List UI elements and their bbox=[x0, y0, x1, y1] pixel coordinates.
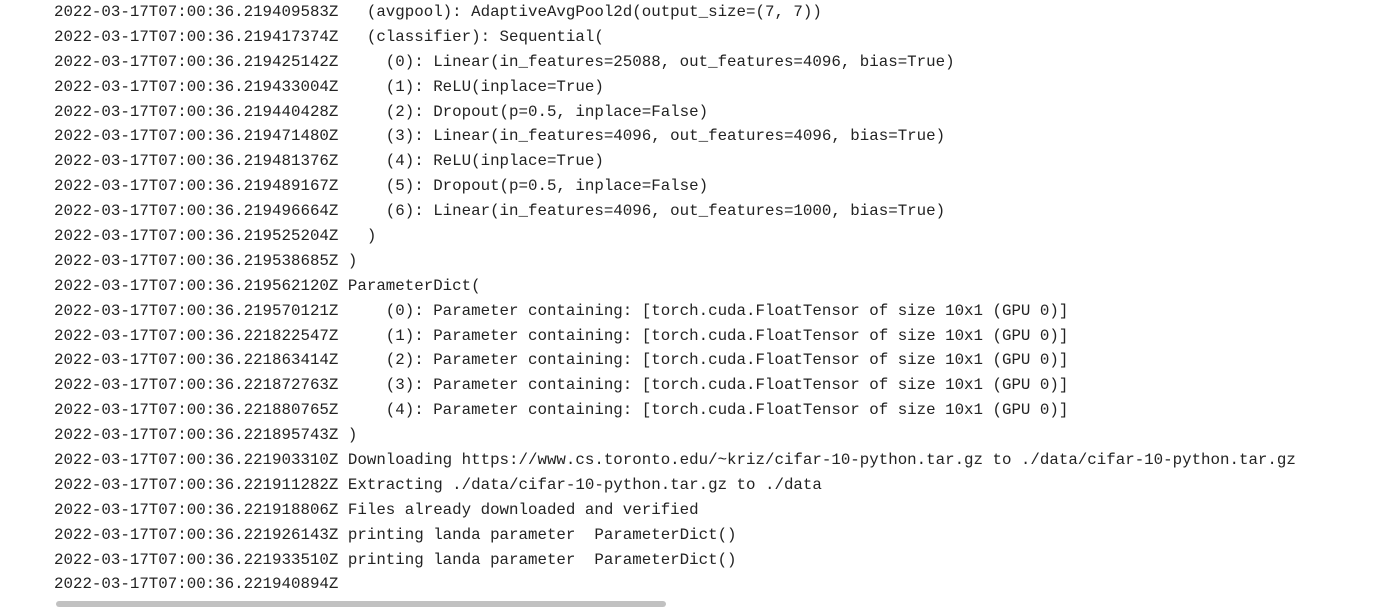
log-message: (3): Parameter containing: [torch.cuda.F… bbox=[347, 376, 1069, 395]
log-message: (1): ReLU(inplace=True) bbox=[347, 77, 604, 96]
log-timestamp: 2022-03-17T07:00:36.221926143Z bbox=[54, 525, 339, 544]
scrollbar-thumb[interactable] bbox=[56, 601, 666, 607]
log-message: (3): Linear(in_features=4096, out_featur… bbox=[347, 127, 946, 146]
log-timestamp: 2022-03-17T07:00:36.219417374Z bbox=[54, 27, 339, 46]
log-line: 2022-03-17T07:00:36.219496664Z (6): Line… bbox=[54, 199, 1296, 224]
log-line: 2022-03-17T07:00:36.221872763Z (3): Para… bbox=[54, 373, 1296, 398]
log-line: 2022-03-17T07:00:36.221911282Z Extractin… bbox=[54, 473, 1296, 498]
log-line: 2022-03-17T07:00:36.219440428Z (2): Drop… bbox=[54, 100, 1296, 125]
log-line: 2022-03-17T07:00:36.219570121Z (0): Para… bbox=[54, 299, 1296, 324]
log-timestamp: 2022-03-17T07:00:36.219433004Z bbox=[54, 77, 339, 96]
log-timestamp: 2022-03-17T07:00:36.221895743Z bbox=[54, 426, 339, 445]
log-timestamp: 2022-03-17T07:00:36.219538685Z bbox=[54, 251, 339, 270]
log-line: 2022-03-17T07:00:36.221933510Z printing … bbox=[54, 548, 1296, 573]
log-message: (5): Dropout(p=0.5, inplace=False) bbox=[347, 177, 709, 196]
log-message: (2): Dropout(p=0.5, inplace=False) bbox=[347, 102, 709, 121]
log-timestamp: 2022-03-17T07:00:36.219525204Z bbox=[54, 227, 339, 246]
log-output: 2022-03-17T07:00:36.219409583Z (avgpool)… bbox=[54, 0, 1296, 597]
log-message: Files already downloaded and verified bbox=[347, 500, 699, 519]
horizontal-scrollbar[interactable] bbox=[54, 599, 1380, 608]
log-line: 2022-03-17T07:00:36.219409583Z (avgpool)… bbox=[54, 0, 1296, 25]
log-line: 2022-03-17T07:00:36.219489167Z (5): Drop… bbox=[54, 174, 1296, 199]
log-message: (2): Parameter containing: [torch.cuda.F… bbox=[347, 351, 1069, 370]
log-line: 2022-03-17T07:00:36.219562120Z Parameter… bbox=[54, 274, 1296, 299]
log-message: (0): Linear(in_features=25088, out_featu… bbox=[347, 52, 955, 71]
log-message: (4): Parameter containing: [torch.cuda.F… bbox=[347, 401, 1069, 420]
log-message: (1): Parameter containing: [torch.cuda.F… bbox=[347, 326, 1069, 345]
log-line: 2022-03-17T07:00:36.221940894Z bbox=[54, 572, 1296, 597]
log-timestamp: 2022-03-17T07:00:36.219481376Z bbox=[54, 152, 339, 171]
log-line: 2022-03-17T07:00:36.221926143Z printing … bbox=[54, 523, 1296, 548]
log-line: 2022-03-17T07:00:36.221863414Z (2): Para… bbox=[54, 348, 1296, 373]
log-timestamp: 2022-03-17T07:00:36.221822547Z bbox=[54, 326, 339, 345]
log-timestamp: 2022-03-17T07:00:36.219570121Z bbox=[54, 301, 339, 320]
log-message: (classifier): Sequential( bbox=[347, 27, 604, 46]
log-timestamp: 2022-03-17T07:00:36.221863414Z bbox=[54, 351, 339, 370]
log-message: Downloading https://www.cs.toronto.edu/~… bbox=[347, 451, 1296, 470]
log-line: 2022-03-17T07:00:36.221918806Z Files alr… bbox=[54, 498, 1296, 523]
log-message: ) bbox=[347, 426, 358, 445]
log-timestamp: 2022-03-17T07:00:36.221903310Z bbox=[54, 451, 339, 470]
log-line: 2022-03-17T07:00:36.221895743Z ) bbox=[54, 423, 1296, 448]
log-line: 2022-03-17T07:00:36.219433004Z (1): ReLU… bbox=[54, 75, 1296, 100]
log-line: 2022-03-17T07:00:36.219525204Z ) bbox=[54, 224, 1296, 249]
log-message: ) bbox=[347, 227, 377, 246]
log-timestamp: 2022-03-17T07:00:36.221933510Z bbox=[54, 550, 339, 569]
log-timestamp: 2022-03-17T07:00:36.219489167Z bbox=[54, 177, 339, 196]
log-timestamp: 2022-03-17T07:00:36.219440428Z bbox=[54, 102, 339, 121]
log-timestamp: 2022-03-17T07:00:36.221880765Z bbox=[54, 401, 339, 420]
log-timestamp: 2022-03-17T07:00:36.221872763Z bbox=[54, 376, 339, 395]
log-line: 2022-03-17T07:00:36.221903310Z Downloadi… bbox=[54, 448, 1296, 473]
log-timestamp: 2022-03-17T07:00:36.221940894Z bbox=[54, 575, 339, 594]
log-message: (avgpool): AdaptiveAvgPool2d(output_size… bbox=[347, 3, 822, 21]
log-timestamp: 2022-03-17T07:00:36.219425142Z bbox=[54, 52, 339, 71]
log-line: 2022-03-17T07:00:36.219481376Z (4): ReLU… bbox=[54, 149, 1296, 174]
log-message: printing landa parameter ParameterDict() bbox=[347, 525, 737, 544]
log-line: 2022-03-17T07:00:36.219538685Z ) bbox=[54, 249, 1296, 274]
log-line: 2022-03-17T07:00:36.219471480Z (3): Line… bbox=[54, 124, 1296, 149]
log-timestamp: 2022-03-17T07:00:36.219409583Z bbox=[54, 3, 339, 21]
log-timestamp: 2022-03-17T07:00:36.219471480Z bbox=[54, 127, 339, 146]
log-message: Extracting ./data/cifar-10-python.tar.gz… bbox=[347, 475, 822, 494]
log-message: (4): ReLU(inplace=True) bbox=[347, 152, 604, 171]
log-timestamp: 2022-03-17T07:00:36.221918806Z bbox=[54, 500, 339, 519]
log-message: ) bbox=[347, 251, 358, 270]
log-line: 2022-03-17T07:00:36.219425142Z (0): Line… bbox=[54, 50, 1296, 75]
log-timestamp: 2022-03-17T07:00:36.219496664Z bbox=[54, 202, 339, 221]
log-message: ParameterDict( bbox=[347, 276, 481, 295]
log-line: 2022-03-17T07:00:36.221822547Z (1): Para… bbox=[54, 324, 1296, 349]
log-line: 2022-03-17T07:00:36.219417374Z (classifi… bbox=[54, 25, 1296, 50]
log-message: (6): Linear(in_features=4096, out_featur… bbox=[347, 202, 946, 221]
log-line: 2022-03-17T07:00:36.221880765Z (4): Para… bbox=[54, 398, 1296, 423]
log-message: printing landa parameter ParameterDict() bbox=[347, 550, 737, 569]
log-timestamp: 2022-03-17T07:00:36.221911282Z bbox=[54, 475, 339, 494]
log-message: (0): Parameter containing: [torch.cuda.F… bbox=[347, 301, 1069, 320]
log-timestamp: 2022-03-17T07:00:36.219562120Z bbox=[54, 276, 339, 295]
